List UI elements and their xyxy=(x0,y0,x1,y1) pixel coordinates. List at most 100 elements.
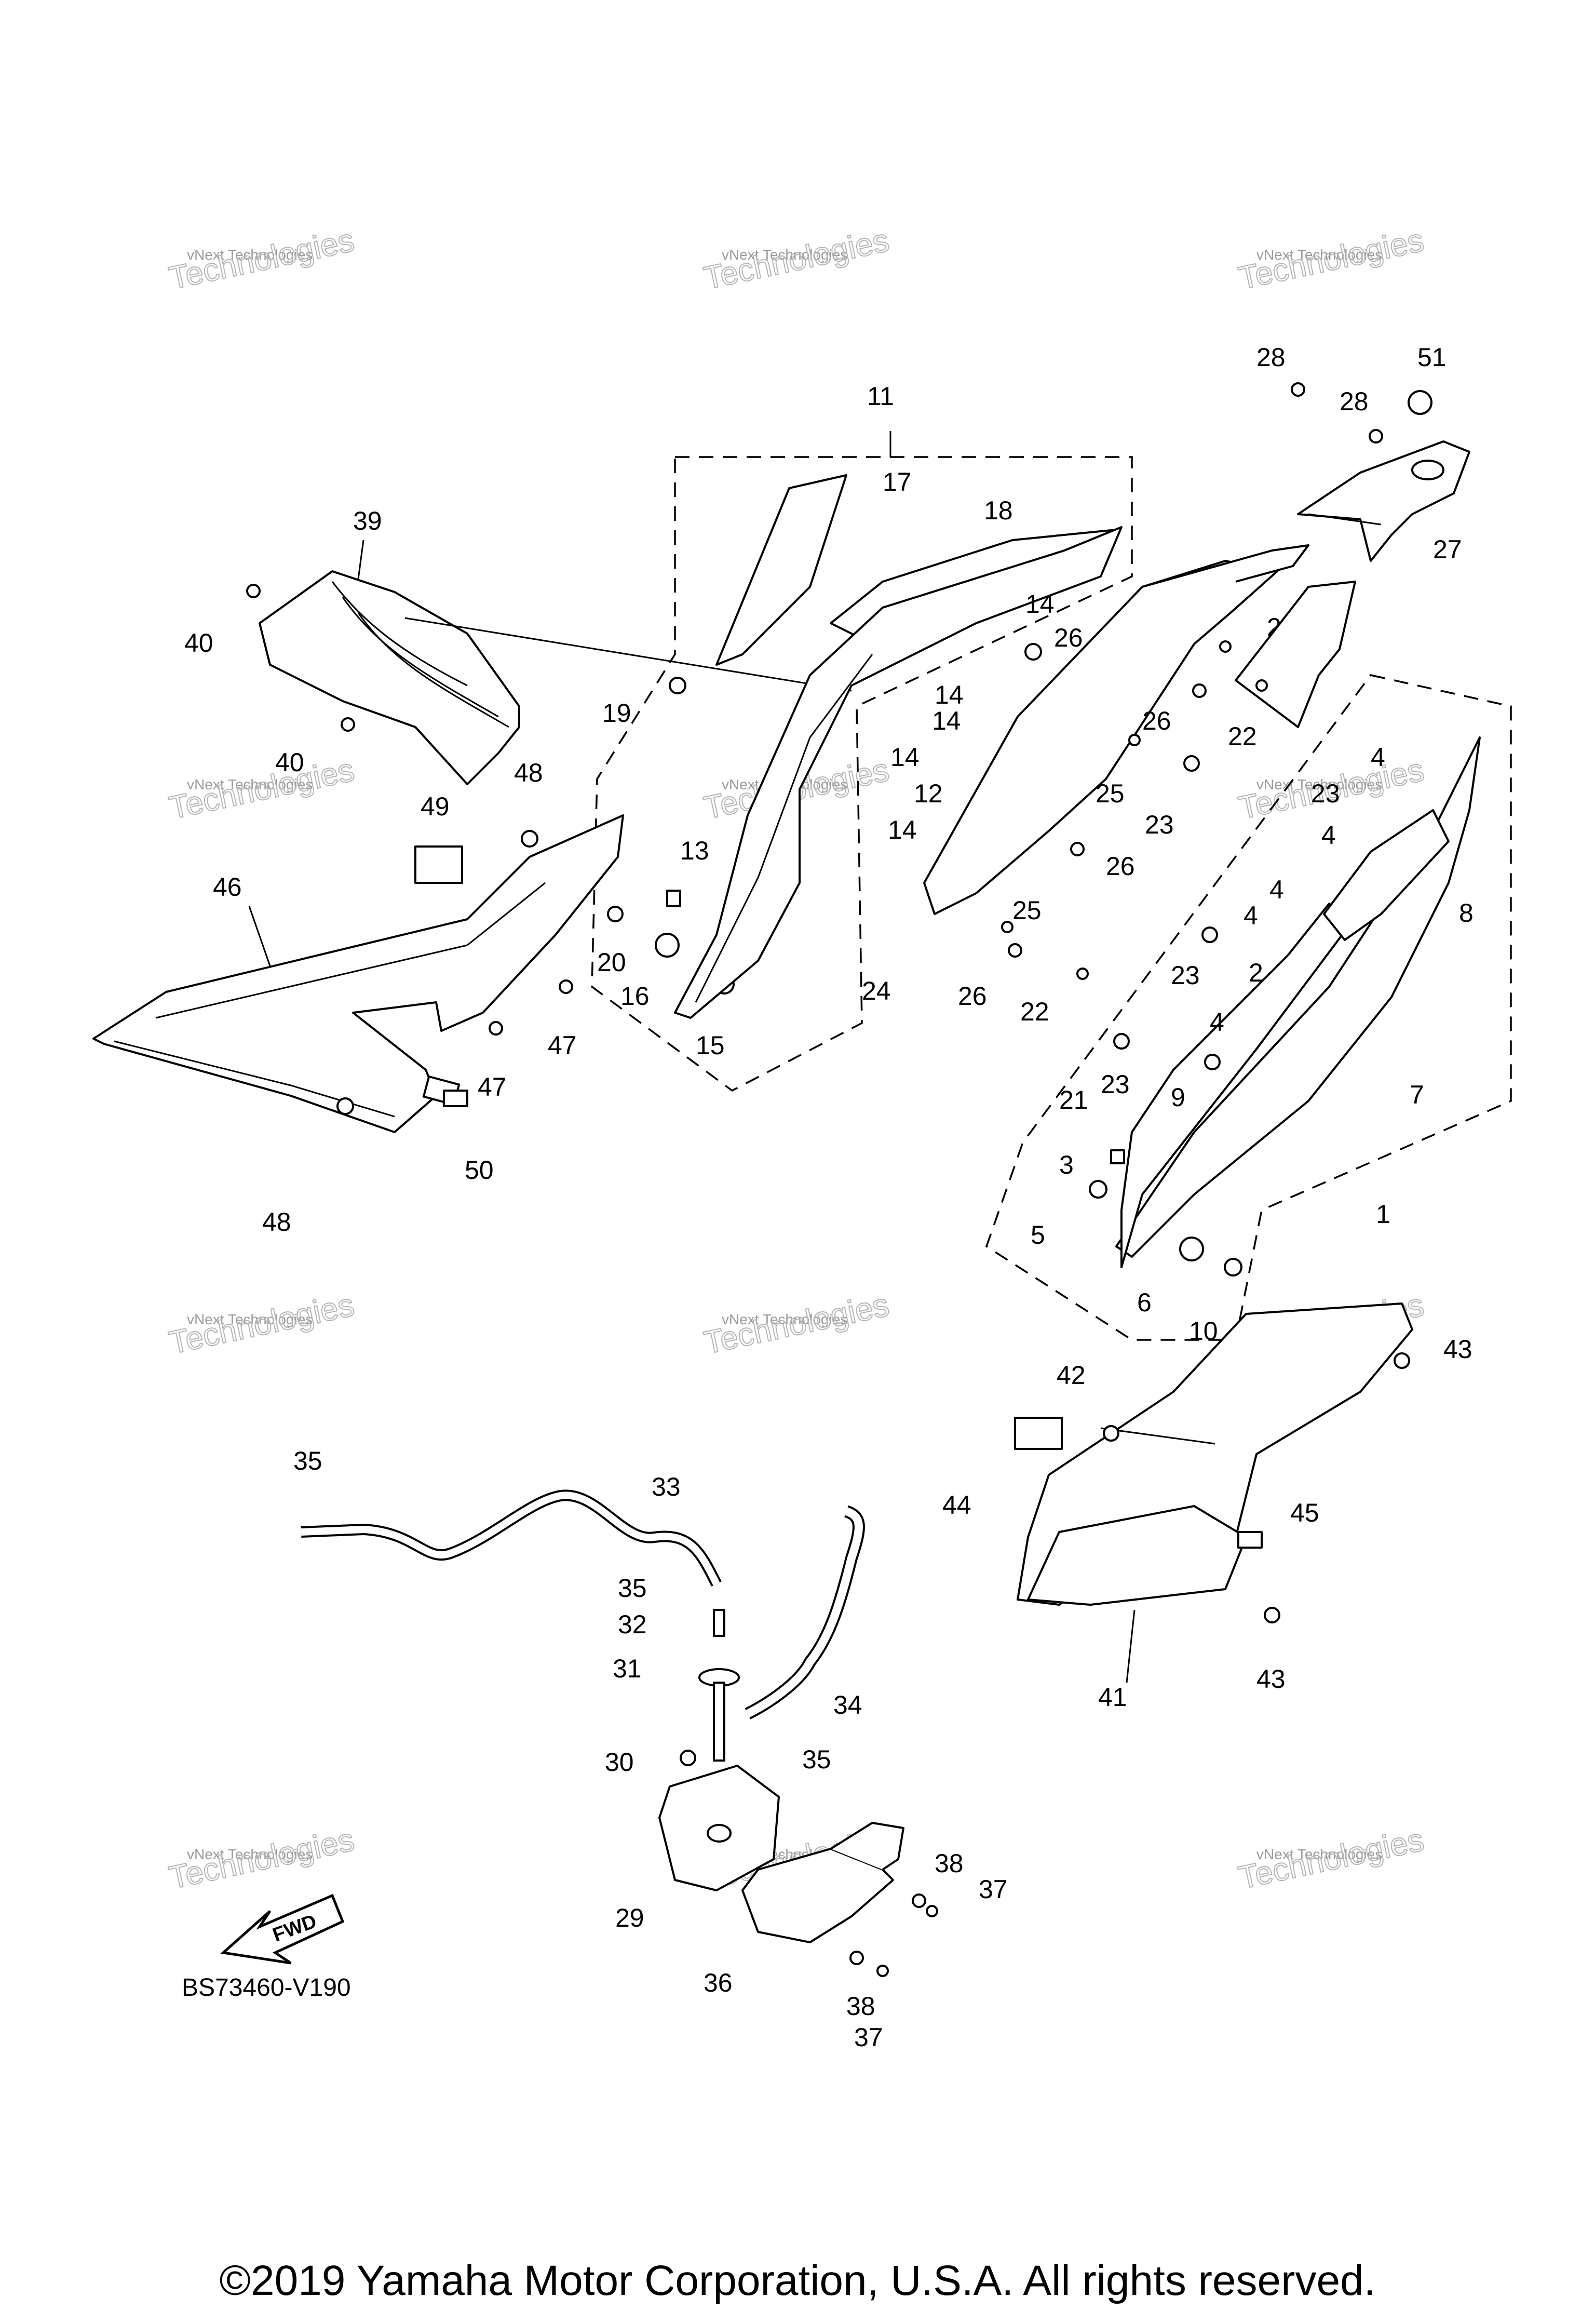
part-27-tail-plate xyxy=(1297,440,1470,562)
svg-text:vNext Technologies: vNext Technologies xyxy=(1256,247,1382,263)
callout-14: 14 xyxy=(888,815,917,844)
callout-49: 49 xyxy=(421,792,450,821)
callout-41: 41 xyxy=(1098,1683,1127,1712)
callout-18: 18 xyxy=(984,496,1013,525)
fwd-arrow-icon: FWD xyxy=(220,1893,345,1965)
callout-25: 25 xyxy=(1096,779,1125,808)
callout-40: 40 xyxy=(184,628,213,657)
callout-40: 40 xyxy=(275,748,304,777)
callout-27: 27 xyxy=(1433,535,1462,564)
watermark: vNext Technologies Technologies xyxy=(700,1286,893,1362)
callout-22: 22 xyxy=(1020,997,1049,1026)
callout-35: 35 xyxy=(293,1446,322,1475)
callout-12: 12 xyxy=(914,779,943,808)
callout-30: 30 xyxy=(605,1748,634,1777)
callout-26: 26 xyxy=(1142,706,1171,735)
callout-26: 26 xyxy=(958,982,987,1011)
callout-50: 50 xyxy=(465,1156,494,1185)
callout-4: 4 xyxy=(1321,821,1336,850)
callout-34: 34 xyxy=(833,1690,862,1720)
part-46-side-cover xyxy=(92,814,624,1133)
assembly-box-11 xyxy=(591,456,1133,1092)
part-29-box xyxy=(658,1765,780,1891)
callout-35: 35 xyxy=(802,1745,831,1774)
callout-16: 16 xyxy=(620,982,650,1011)
callout-4: 4 xyxy=(1210,1007,1224,1037)
svg-text:vNext Technologies: vNext Technologies xyxy=(187,1311,313,1327)
callout-19: 19 xyxy=(602,698,631,728)
callout-31: 31 xyxy=(613,1654,642,1683)
svg-text:Technologies: Technologies xyxy=(166,1822,357,1896)
callout-33: 33 xyxy=(652,1472,681,1501)
callout-15: 15 xyxy=(696,1031,725,1060)
svg-text:Technologies: Technologies xyxy=(701,1287,892,1361)
callout-43: 43 xyxy=(1443,1335,1472,1364)
callout-47: 47 xyxy=(478,1072,507,1101)
callout-24: 24 xyxy=(862,976,891,1005)
callout-47: 47 xyxy=(548,1031,577,1060)
callout-11: 11 xyxy=(867,382,894,411)
svg-text:vNext Technologies: vNext Technologies xyxy=(1256,776,1382,792)
svg-text:vNext Technologies: vNext Technologies xyxy=(187,1846,313,1862)
svg-text:Technologies: Technologies xyxy=(166,222,357,297)
callout-21: 21 xyxy=(1059,1085,1088,1114)
watermark: vNext Technologies Technologies xyxy=(166,222,358,297)
callout-45: 45 xyxy=(1290,1498,1319,1527)
watermark: vNext Technologies Technologies xyxy=(1235,1821,1427,1897)
svg-text:Technologies: Technologies xyxy=(1236,1822,1427,1896)
callout-23: 23 xyxy=(1145,810,1174,839)
part-11-cover-assembly xyxy=(674,474,1123,1019)
callout-38: 38 xyxy=(935,1849,964,1878)
callout-46: 46 xyxy=(213,872,242,902)
copyright-notice: ©2019 Yamaha Motor Corporation, U.S.A. A… xyxy=(219,2257,1376,2304)
callout-7: 7 xyxy=(1410,1080,1424,1109)
watermark: vNext Technologies Technologies xyxy=(166,1821,358,1897)
callout-32: 32 xyxy=(618,1610,647,1639)
callout-35: 35 xyxy=(618,1574,647,1603)
svg-text:Technologies: Technologies xyxy=(701,222,892,297)
part-41-lower-cover xyxy=(1017,1302,1413,1606)
diagram-code: BS73460-V190 xyxy=(182,1974,351,2001)
callout-23: 23 xyxy=(1171,961,1200,990)
part-36-box xyxy=(741,1822,904,1943)
callout-37: 37 xyxy=(854,2023,883,2052)
svg-text:vNext Technologies: vNext Technologies xyxy=(1256,1846,1382,1862)
callout-4: 4 xyxy=(1371,743,1385,772)
callout-13: 13 xyxy=(680,836,709,865)
callout-48: 48 xyxy=(262,1207,291,1237)
svg-text:Technologies: Technologies xyxy=(166,752,357,826)
callout-2: 2 xyxy=(1249,958,1263,987)
callout-9: 9 xyxy=(1171,1083,1185,1112)
svg-text:vNext Technologies: vNext Technologies xyxy=(722,247,847,263)
callout-29: 29 xyxy=(615,1903,644,1932)
callout-26: 26 xyxy=(1054,623,1083,652)
callout-14: 14 xyxy=(1025,589,1055,619)
callout-5: 5 xyxy=(1031,1220,1045,1250)
callout-8: 8 xyxy=(1459,898,1474,928)
callout-36: 36 xyxy=(704,1968,733,1997)
callout-39: 39 xyxy=(353,506,382,535)
callout-44: 44 xyxy=(942,1490,971,1520)
callout-10: 10 xyxy=(1189,1317,1218,1346)
callout-28: 28 xyxy=(1340,387,1369,416)
callout-14: 14 xyxy=(890,743,920,772)
watermark: vNext Technologies Technologies xyxy=(700,222,893,297)
watermark: vNext Technologies Technologies xyxy=(166,751,358,827)
svg-text:vNext Technologies: vNext Technologies xyxy=(187,776,313,792)
callout-22: 22 xyxy=(1228,722,1257,751)
watermark: vNext Technologies Technologies xyxy=(166,1286,358,1362)
callout-48: 48 xyxy=(514,758,543,787)
watermark: vNext Technologies Technologies xyxy=(1235,222,1427,297)
callout-14: 14 xyxy=(932,706,961,735)
svg-text:vNext Technologies: vNext Technologies xyxy=(187,247,313,263)
part-34-hose xyxy=(745,1505,865,1720)
callout-23: 23 xyxy=(1101,1070,1130,1099)
part-33-hose xyxy=(301,1489,722,1587)
part-51-cap xyxy=(1408,390,1432,415)
callout-3: 3 xyxy=(1059,1150,1074,1179)
callout-37: 37 xyxy=(979,1875,1008,1904)
part-49-block xyxy=(414,845,463,884)
svg-text:Technologies: Technologies xyxy=(166,1287,357,1361)
part-24-inner-panel xyxy=(923,544,1309,915)
